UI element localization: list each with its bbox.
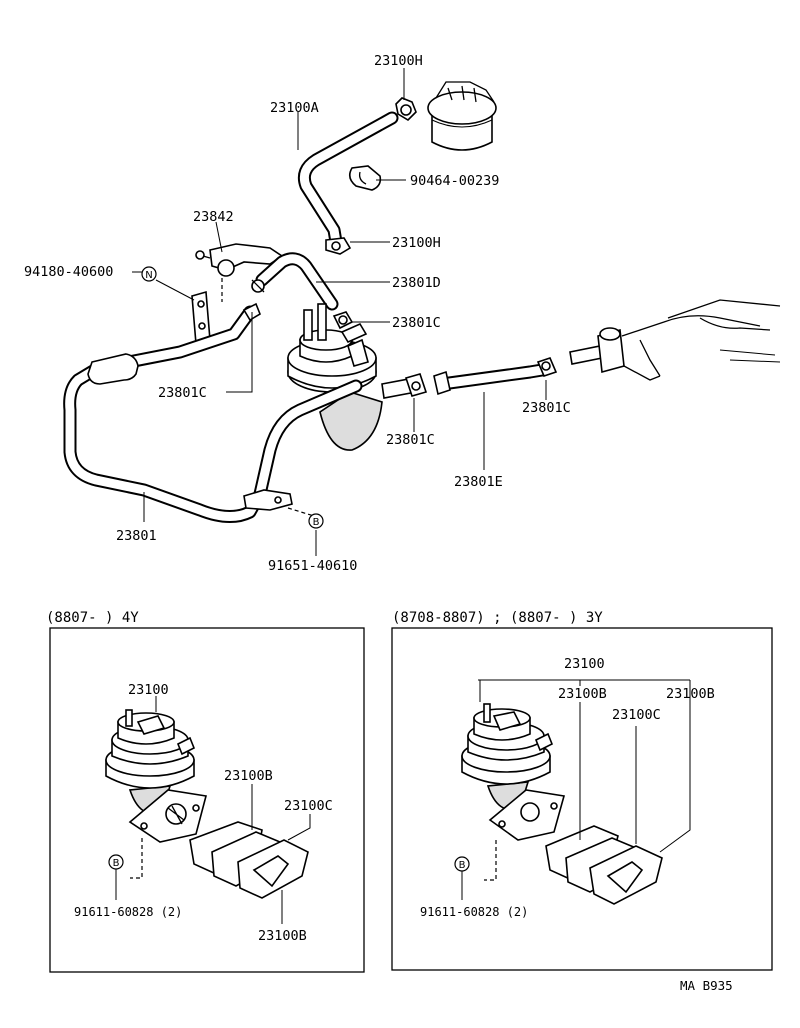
clamp-23801c-a — [251, 279, 265, 293]
label-90464-00239: 90464-00239 — [410, 173, 499, 189]
label-23100h-top: 23100H — [374, 53, 423, 69]
label-4y-23100: 23100 — [128, 682, 169, 698]
svg-text:N: N — [145, 270, 152, 281]
fuel-pump-main — [287, 303, 383, 451]
b-symbol-4y: B — [108, 854, 124, 870]
pump-4y — [105, 709, 207, 843]
clamp-23801c-d — [404, 373, 428, 397]
pump-3y — [461, 703, 566, 841]
svg-text:B: B — [113, 858, 120, 869]
clamp-23801c-f — [536, 357, 558, 377]
label-4y-23100b-lower: 23100B — [258, 928, 307, 944]
label-23801d: 23801D — [392, 275, 441, 291]
b-symbol-top: B — [308, 513, 324, 529]
label-23801c-left: 23801C — [158, 385, 207, 401]
svg-text:B: B — [459, 860, 466, 871]
line-filter — [87, 353, 139, 385]
canister-cap — [427, 81, 497, 151]
box-4y-header: (8807- ) 4Y — [46, 610, 139, 626]
leader-3y-b2 — [659, 680, 691, 853]
label-3y-23100b-right: 23100B — [666, 686, 715, 702]
label-23801: 23801 — [116, 528, 157, 544]
label-23100a: 23100A — [270, 100, 319, 116]
clamp-23801c-b — [332, 311, 354, 330]
box-3y-header: (8708-8807) ; (8807- ) 3Y — [392, 610, 603, 626]
lower-bracket — [243, 489, 293, 511]
label-23801e: 23801E — [454, 474, 503, 490]
leader-4y-c — [287, 814, 311, 841]
n-symbol: N — [141, 266, 157, 282]
label-23801c-right: 23801C — [392, 315, 441, 331]
box-3y-frame — [391, 627, 773, 971]
label-4y-23100c: 23100C — [284, 798, 333, 814]
mount-bracket — [191, 290, 211, 346]
label-3y-23100: 23100 — [564, 656, 605, 672]
box-4y-frame — [49, 627, 365, 973]
label-91651-40610: 91651-40610 — [268, 558, 357, 574]
clamp-top — [395, 97, 417, 122]
label-3y-23100b: 23100B — [558, 686, 607, 702]
clip-90464 — [348, 165, 382, 191]
bracket-23842 — [195, 243, 284, 277]
leader-4y-bolt-dash — [130, 838, 143, 879]
label-23100h-lower: 23100H — [392, 235, 441, 251]
label-3y-bolt: 91611-60828 (2) — [420, 905, 528, 919]
gaskets-4y — [189, 821, 309, 899]
label-23842: 23842 — [193, 209, 234, 225]
leader-lines-top — [132, 68, 547, 556]
svg-text:B: B — [313, 517, 320, 528]
clamp-lower — [325, 237, 352, 255]
label-23801c-far-right: 23801C — [522, 400, 571, 416]
carburetor-inlet — [569, 299, 781, 381]
label-4y-23100b: 23100B — [224, 768, 273, 784]
diagram-code: MA B935 — [680, 978, 733, 993]
label-94180-40600: 94180-40600 — [24, 264, 113, 280]
clamp-23801c-e — [433, 370, 451, 396]
label-4y-bolt: 91611-60828 (2) — [74, 905, 182, 919]
b-symbol-3y: B — [454, 856, 470, 872]
label-23801c-center: 23801C — [386, 432, 435, 448]
leader-3y-bolt-dash — [484, 840, 497, 881]
label-3y-23100c: 23100C — [612, 707, 661, 723]
gaskets-3y — [545, 825, 663, 905]
